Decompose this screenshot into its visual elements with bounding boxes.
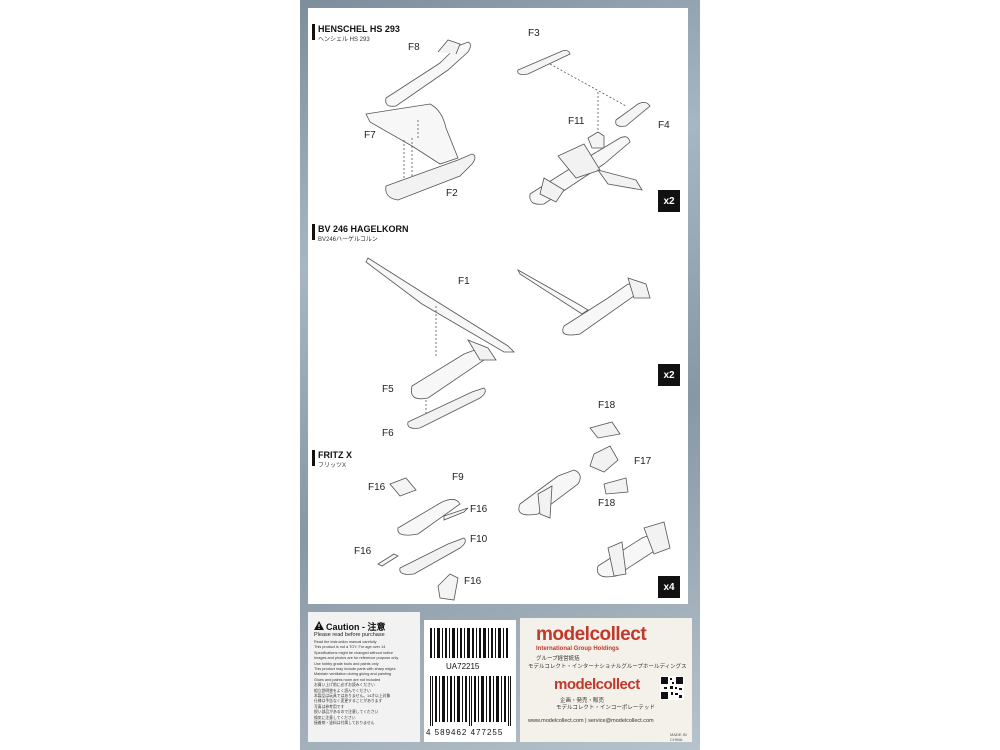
section-subtitle: フリッツX xyxy=(318,463,347,469)
caution-line: Specifications might be changed without … xyxy=(314,650,393,655)
caution-line: 換気に注意してください xyxy=(314,715,356,720)
assembly-drawings xyxy=(365,39,671,601)
brand-web-contact: www.modelcollect.com | service@modelcoll… xyxy=(528,718,654,724)
section-marker xyxy=(312,450,315,466)
section-title: HENSCHEL HS 293 xyxy=(318,24,400,34)
made-in-label: MADE IN CHINA xyxy=(670,732,687,742)
caution-line: Glues and paints room are not included xyxy=(314,677,381,682)
brand-logo: modelcollect xyxy=(536,624,647,645)
part-label: F4 xyxy=(658,120,670,131)
brand-jp-line: グループ経営統括 xyxy=(536,656,580,662)
caution-line: 接着剤・塗料は付属しておりません xyxy=(314,721,375,726)
part-f16-drawing xyxy=(389,477,417,497)
brand-jp-line: モデルコレクト・インターナショナルグループホールディングス xyxy=(528,664,687,670)
quantity-badge: x2 xyxy=(658,364,680,386)
part-f10-drawing xyxy=(399,537,466,575)
caution-list: Read the instruction manual carefully Th… xyxy=(314,640,414,727)
brand-jp-line: 企画・発売・販売 xyxy=(560,698,605,704)
caution-heading: Caution - 注意 xyxy=(326,622,386,632)
section-marker xyxy=(312,224,315,240)
part-label: F9 xyxy=(452,472,464,483)
fritzx-assembled-drawing-2 xyxy=(597,521,671,578)
caution-line: Read the instruction manual carefully xyxy=(314,640,377,644)
caution-line: 組立説明書をよく読んでください xyxy=(314,688,371,693)
part-label: F16 xyxy=(470,504,488,515)
qr-code-icon xyxy=(660,676,684,700)
caution-line: 写真は参考用です xyxy=(314,704,345,709)
product-code: UA72215 xyxy=(446,662,480,671)
part-f11-drawing xyxy=(587,131,605,149)
quantity-badge: x4 xyxy=(658,576,680,598)
part-label: F16 xyxy=(354,546,372,557)
caution-line: 鋭い部品があるので注意してください xyxy=(314,710,379,715)
barcode-panel: UA72215 4 589462 477255 xyxy=(424,620,516,742)
part-label: F8 xyxy=(408,42,420,53)
brand-logo-small: modelcollect xyxy=(554,676,640,693)
hs293-assembled-drawing xyxy=(529,136,643,205)
part-f8-drawing xyxy=(385,39,471,107)
section-marker xyxy=(312,24,315,40)
caution-subheading: Please read before purchase xyxy=(314,632,385,638)
caution-line: Maintain ventilation during gluing and p… xyxy=(314,672,392,677)
part-label: F11 xyxy=(568,116,585,127)
box-bottom-info: Caution - 注意 Please read before purchase… xyxy=(308,612,692,742)
ean-barcode-icon xyxy=(430,676,511,726)
section-subtitle: BV246ハーゲルコルン xyxy=(318,237,378,243)
part-f17-drawing xyxy=(589,445,619,473)
box-side-panel: HENSCHEL HS 293 ヘンシェル HS 293 F8 F3 F7 F1… xyxy=(300,0,700,750)
part-f3-drawing xyxy=(517,50,571,75)
part-label: F7 xyxy=(364,130,376,141)
quantity-badge: x2 xyxy=(658,190,680,212)
part-label: F16 xyxy=(464,576,482,587)
section-title: BV 246 HAGELKORN xyxy=(318,224,409,234)
barcode-small-icon xyxy=(430,628,508,658)
part-f18-drawing xyxy=(589,421,629,495)
brand-panel: modelcollect International Group Holding… xyxy=(520,618,692,742)
part-f1-drawing xyxy=(365,257,515,353)
caution-line: This product is not a TOY. For age over … xyxy=(314,645,386,650)
part-label: F2 xyxy=(446,188,458,199)
part-label: F18 xyxy=(598,498,616,509)
section-title: FRITZ X xyxy=(318,450,352,460)
brand-jp-line: モデルコレクト・インコーポレーテッド xyxy=(556,705,655,711)
fritzx-assembled-drawing-1 xyxy=(518,469,581,519)
part-f4-drawing xyxy=(615,102,651,127)
part-f7-drawing xyxy=(365,103,459,165)
part-f9-drawing xyxy=(397,499,461,536)
caution-line: 仕様は予告なく変更することがあります xyxy=(314,699,383,704)
part-label: F6 xyxy=(382,428,394,439)
caution-panel: Caution - 注意 Please read before purchase… xyxy=(308,612,420,742)
part-label: F16 xyxy=(368,482,386,493)
part-label: F3 xyxy=(528,28,540,39)
caution-line: Images and photos are for reference purp… xyxy=(314,656,399,661)
part-label: F1 xyxy=(458,276,470,287)
part-f2-drawing xyxy=(385,153,476,201)
bv246-assembled-drawing xyxy=(517,269,651,336)
part-label: F18 xyxy=(598,400,616,411)
caution-line: Use hobby grade tools and paints only xyxy=(314,661,379,666)
instruction-sheet: HENSCHEL HS 293 ヘンシェル HS 293 F8 F3 F7 F1… xyxy=(308,8,688,604)
caution-line: This product may include parts with shar… xyxy=(314,667,396,672)
caution-line: お買い上げ前に必ずお読みください xyxy=(314,683,375,688)
caution-line: 本製品は玩具ではありません。14才以上対象 xyxy=(314,694,391,699)
section-subtitle: ヘンシェル HS 293 xyxy=(318,37,370,43)
part-label: F17 xyxy=(634,456,652,467)
ean-number: 4 589462 477255 xyxy=(426,728,504,737)
part-label: F10 xyxy=(470,534,488,545)
part-f6-drawing xyxy=(407,387,486,429)
warning-icon xyxy=(314,621,324,630)
part-label: F5 xyxy=(382,384,394,395)
brand-group: International Group Holdings xyxy=(536,646,619,652)
